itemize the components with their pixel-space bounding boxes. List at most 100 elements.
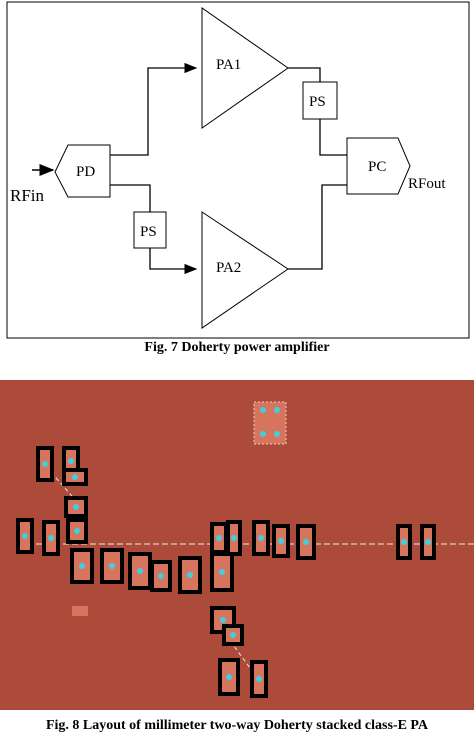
- via-dot: [260, 431, 266, 437]
- pa1-label: PA1: [216, 57, 241, 73]
- via-dot: [22, 533, 28, 539]
- pa2-amplifier: [201, 211, 289, 329]
- diagonal-trace: [221, 629, 257, 677]
- figure7-caption: Fig. 7 Doherty power amplifier: [144, 340, 330, 355]
- via-dot: [109, 563, 115, 569]
- layout-pad: [210, 606, 236, 634]
- pad-metal: [66, 450, 76, 472]
- pad-metal: [214, 526, 224, 550]
- via-dot: [401, 539, 407, 545]
- layout-pad: [100, 548, 124, 584]
- via-dot: [303, 539, 309, 545]
- via-dot: [274, 407, 280, 413]
- via-dot: [278, 538, 284, 544]
- via-dot: [187, 572, 193, 578]
- layout-pad: [218, 658, 240, 696]
- pad-metal: [256, 524, 266, 552]
- wire-ps-to-pc: [319, 119, 347, 156]
- layout-pad: [226, 520, 242, 556]
- pad-metal: [424, 528, 432, 556]
- layout-pad: [210, 522, 228, 554]
- pad-metal: [300, 528, 312, 556]
- layout-pad: [16, 518, 34, 554]
- ps-top-label: PS: [309, 94, 326, 110]
- via-dot: [230, 632, 236, 638]
- layout-pad: [222, 624, 244, 646]
- layout-pad: [420, 524, 436, 560]
- layout-pad: [62, 446, 80, 476]
- diagonal-trace: [211, 534, 223, 581]
- layout-pad: [36, 446, 54, 482]
- layout-pad: [252, 520, 270, 556]
- layout-pad: [396, 524, 412, 560]
- layout-pad: [178, 556, 202, 594]
- pad-metal: [222, 662, 236, 692]
- pad-metal: [46, 524, 56, 552]
- layout-pad: [272, 524, 290, 558]
- pad-metal: [104, 552, 120, 580]
- pad-metal: [226, 628, 240, 642]
- wire-pd-to-ps: [110, 184, 151, 212]
- diagram-frame: [6, 1, 470, 339]
- layout-pad: [62, 468, 88, 486]
- layout-pad: [250, 660, 268, 698]
- via-dot: [216, 535, 222, 541]
- pad-metal: [230, 524, 238, 552]
- doherty-block-diagram: PD PS PS PA1 PA2 PC RFin RFout: [6, 1, 470, 339]
- via-dot: [231, 535, 237, 541]
- power-divider-block: [54, 144, 111, 198]
- via-dot: [42, 461, 48, 467]
- pad-metal: [254, 664, 264, 694]
- via-dot: [226, 674, 232, 680]
- layout-pad: [296, 524, 316, 560]
- via-dot: [219, 569, 225, 575]
- wire-pd-to-pa1: [110, 62, 198, 156]
- via-dot: [68, 458, 74, 464]
- pad-metal: [400, 528, 408, 556]
- pa1-amplifier: [201, 7, 289, 129]
- figure8-caption: Fig. 8 Layout of millimeter two-way Dohe…: [45, 718, 429, 733]
- pad-metal: [70, 522, 84, 540]
- layout-substrate: [0, 380, 474, 710]
- via-dot: [158, 573, 164, 579]
- pa2-label: PA2: [216, 260, 241, 276]
- layout-pad: [210, 552, 234, 592]
- wire-ps-to-pa2: [149, 248, 198, 275]
- via-dot: [48, 535, 54, 541]
- pad-metal: [276, 528, 286, 554]
- via-dot: [72, 474, 78, 480]
- via-dot: [220, 617, 226, 623]
- via-dot: [256, 676, 262, 682]
- via-dot: [258, 535, 264, 541]
- pad-metal: [154, 564, 168, 588]
- layout-pad: [70, 548, 94, 584]
- pad-metal: [132, 556, 148, 586]
- layout-pad: [66, 518, 88, 544]
- layout-pad: [64, 496, 88, 518]
- diagonal-trace: [41, 461, 87, 513]
- pad-metal: [40, 450, 50, 478]
- power-combiner-block: [346, 137, 411, 195]
- pad-metal: [74, 552, 90, 580]
- pc-label: PC: [368, 159, 386, 175]
- via-dot: [274, 431, 280, 437]
- pad-metal: [214, 610, 232, 630]
- rf-in-label: RFin: [10, 186, 45, 205]
- via-dot: [74, 528, 80, 534]
- pad-metal: [214, 556, 230, 588]
- layout-pad: [128, 552, 152, 590]
- metal-patch: [72, 606, 88, 616]
- ps-bottom-label: PS: [140, 224, 157, 240]
- layout-pad: [42, 520, 60, 556]
- wire-pa2-to-pc: [288, 184, 347, 270]
- pad-metal: [182, 560, 198, 590]
- via-dot: [425, 539, 431, 545]
- via-dot: [73, 504, 79, 510]
- via-dot: [79, 563, 85, 569]
- via-dot: [137, 568, 143, 574]
- pad-group: [16, 446, 436, 698]
- bias-block: [253, 401, 287, 445]
- pd-label: PD: [76, 164, 95, 180]
- phase-shifter-bottom: [133, 211, 167, 249]
- pad-metal: [66, 472, 84, 482]
